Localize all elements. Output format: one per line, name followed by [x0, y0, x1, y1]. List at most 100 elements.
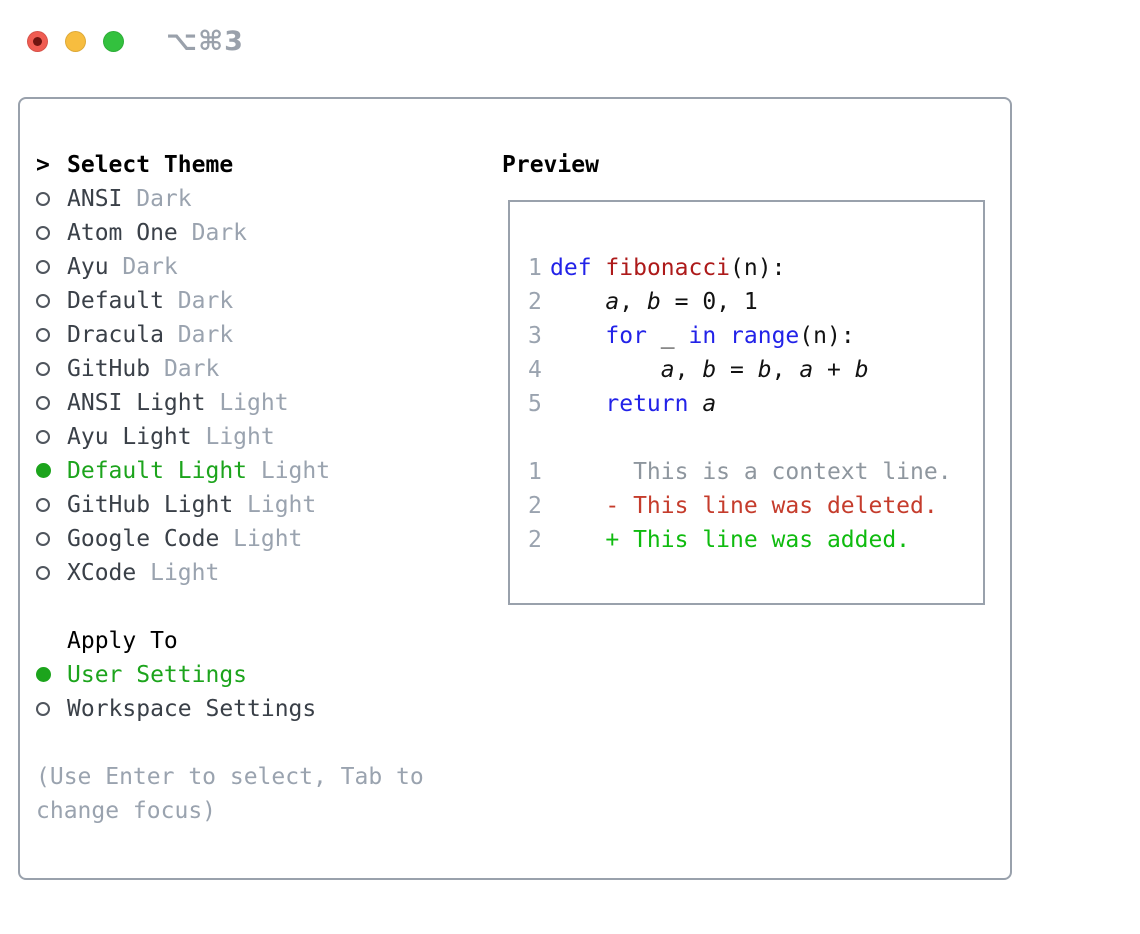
theme-name: Default: [67, 288, 164, 314]
diff-text: + This line was added.: [550, 527, 911, 553]
code-line: 4 a, b = b, a + b: [528, 353, 983, 387]
line-number: 5: [528, 391, 542, 417]
radio-icon: [36, 322, 67, 348]
radio-icon: [36, 356, 67, 382]
theme-variant-tag: Light: [205, 424, 275, 450]
theme-name: Google Code: [67, 526, 220, 552]
apply-option-workspace-settings[interactable]: Workspace Settings: [36, 692, 488, 726]
theme-variant-tag: Dark: [177, 322, 234, 348]
theme-name: Ayu: [67, 254, 109, 280]
radio-icon: [36, 492, 67, 518]
apply-to-header: Apply To: [36, 624, 488, 658]
window-controls: ⌥⌘3: [27, 26, 244, 57]
theme-option-default-light[interactable]: Default Light Light: [36, 454, 488, 488]
diff-line-added: 2 + This line was added.: [528, 523, 983, 557]
theme-name: XCode: [67, 560, 137, 586]
diff-text: - This line was deleted.: [550, 493, 938, 519]
apply-option-user-settings[interactable]: User Settings: [36, 658, 488, 692]
diff-preview: 1 This is a context line.2 - This line w…: [528, 455, 983, 557]
theme-name: Default Light: [67, 458, 248, 484]
theme-option-ayu-light[interactable]: Ayu Light Light: [36, 420, 488, 454]
theme-variant-tag: Light: [247, 492, 317, 518]
theme-variant-tag: Dark: [177, 288, 234, 314]
line-number: 4: [528, 357, 542, 383]
theme-option-ansi[interactable]: ANSI Dark: [36, 182, 488, 216]
radio-icon: [36, 254, 67, 280]
theme-name: ANSI Light: [67, 390, 206, 416]
radio-icon: [36, 220, 67, 246]
apply-to-title: Apply To: [67, 628, 178, 654]
theme-variant-tag: Light: [233, 526, 303, 552]
spacer-row: [36, 590, 488, 624]
code-text: return a: [605, 391, 717, 417]
keyboard-shortcut-label: ⌥⌘3: [166, 26, 244, 57]
apply-option-label: User Settings: [67, 662, 248, 688]
line-number: 1: [528, 459, 542, 485]
diff-line-context: 1 This is a context line.: [528, 455, 983, 489]
line-number: 2: [528, 289, 542, 315]
line-number: 3: [528, 323, 542, 349]
code-text: a, b = 0, 1: [605, 289, 758, 315]
theme-option-default[interactable]: Default Dark: [36, 284, 488, 318]
code-line: 5 return a: [528, 387, 983, 421]
select-theme-title: Select Theme: [67, 152, 234, 178]
line-number: 2: [528, 493, 542, 519]
theme-option-ayu[interactable]: Ayu Dark: [36, 250, 488, 284]
theme-option-google-code[interactable]: Google Code Light: [36, 522, 488, 556]
theme-name: ANSI: [67, 186, 123, 212]
theme-option-github[interactable]: GitHub Dark: [36, 352, 488, 386]
theme-name: Atom One: [67, 220, 178, 246]
theme-name: Dracula: [67, 322, 164, 348]
blank-line: [528, 421, 983, 455]
theme-variant-tag: Dark: [136, 186, 192, 212]
theme-variant-tag: Light: [150, 560, 220, 586]
radio-icon: [36, 288, 67, 314]
theme-variant-tag: Dark: [163, 356, 220, 382]
theme-variant-tag: Light: [219, 390, 289, 416]
diff-text: This is a context line.: [550, 459, 952, 485]
diff-line-deleted: 2 - This line was deleted.: [528, 489, 983, 523]
radio-icon: [36, 696, 67, 722]
line-number: 2: [528, 527, 542, 553]
code-text: for _ in range(n):: [605, 323, 855, 349]
theme-option-xcode[interactable]: XCode Light: [36, 556, 488, 590]
radio-icon: [36, 662, 67, 688]
theme-option-dracula[interactable]: Dracula Dark: [36, 318, 488, 352]
theme-option-atom-one[interactable]: Atom One Dark: [36, 216, 488, 250]
minimize-button[interactable]: [65, 31, 86, 52]
theme-option-github-light[interactable]: GitHub Light Light: [36, 488, 488, 522]
close-button[interactable]: [27, 31, 48, 52]
code-line: 2 a, b = 0, 1: [528, 285, 983, 319]
radio-icon: [36, 526, 67, 552]
code-text: def fibonacci(n):: [550, 255, 786, 281]
prompt-icon: >: [36, 152, 50, 178]
line-number: 1: [528, 255, 542, 281]
theme-variant-tag: Light: [260, 458, 331, 484]
radio-icon: [36, 390, 67, 416]
radio-icon: [36, 560, 67, 586]
theme-variant-tag: Dark: [122, 254, 178, 280]
code-line: 3 for _ in range(n):: [528, 319, 983, 353]
radio-icon: [36, 458, 67, 484]
theme-option-ansi-light[interactable]: ANSI Light Light: [36, 386, 488, 420]
code-line: 1 def fibonacci(n):: [528, 251, 983, 285]
theme-name: GitHub Light: [67, 492, 234, 518]
help-text: (Use Enter to select, Tab to change focu…: [36, 764, 438, 824]
theme-variant-tag: Dark: [191, 220, 248, 246]
zoom-button[interactable]: [103, 31, 124, 52]
apply-option-label: Workspace Settings: [67, 696, 317, 722]
close-dot-icon: [33, 37, 42, 46]
preview-title: Preview: [502, 152, 599, 178]
theme-name: GitHub: [67, 356, 151, 382]
theme-name: Ayu Light: [67, 424, 192, 450]
select-theme-header: > Select Theme: [36, 148, 488, 182]
radio-icon: [36, 186, 67, 212]
